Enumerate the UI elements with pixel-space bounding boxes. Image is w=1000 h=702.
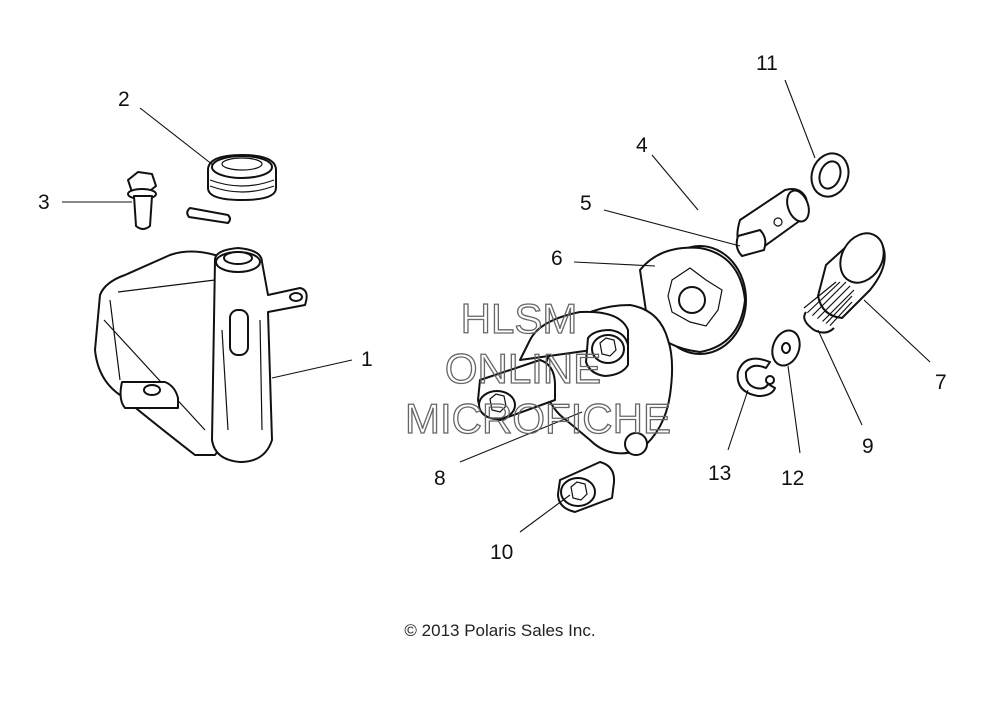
callout-7: 7 xyxy=(935,371,947,394)
part-7-cap xyxy=(817,232,886,319)
callout-10: 10 xyxy=(490,541,513,564)
callout-12: 12 xyxy=(781,467,804,490)
callout-5: 5 xyxy=(580,192,592,215)
part-4-pin xyxy=(186,207,231,224)
leader-lines xyxy=(62,79,931,533)
watermark-line-2: ONLINE xyxy=(445,345,601,392)
part-3-bolt xyxy=(127,171,157,230)
callout-9: 9 xyxy=(862,435,874,458)
callout-11: 11 xyxy=(756,52,778,75)
part-1-oil-strainer xyxy=(94,247,308,463)
callout-2: 2 xyxy=(118,88,130,111)
watermark-line-1: HLSM xyxy=(461,295,578,342)
part-13-retaining-clip xyxy=(736,357,776,397)
part-11-washer xyxy=(810,152,850,198)
callout-3: 3 xyxy=(38,191,50,214)
callout-1: 1 xyxy=(361,348,373,371)
watermark-line-3: MICROFICHE xyxy=(405,395,671,442)
callout-4: 4 xyxy=(636,134,648,157)
part-6-rotor xyxy=(639,245,747,355)
watermark: HLSM ONLINE MICROFICHE xyxy=(404,294,671,442)
callout-8: 8 xyxy=(434,467,446,490)
callout-labels: 1 2 3 4 5 6 7 8 9 10 11 12 13 xyxy=(38,52,947,564)
callout-6: 6 xyxy=(551,247,563,270)
part-5-pump-shaft xyxy=(735,188,810,257)
callout-13: 13 xyxy=(708,462,731,485)
part-2-plug xyxy=(207,154,277,201)
part-8-pump-housing xyxy=(477,304,674,513)
part-12-washer xyxy=(771,329,801,367)
part-9-spring xyxy=(803,281,855,334)
copyright-notice: © 2013 Polaris Sales Inc. xyxy=(404,621,596,640)
